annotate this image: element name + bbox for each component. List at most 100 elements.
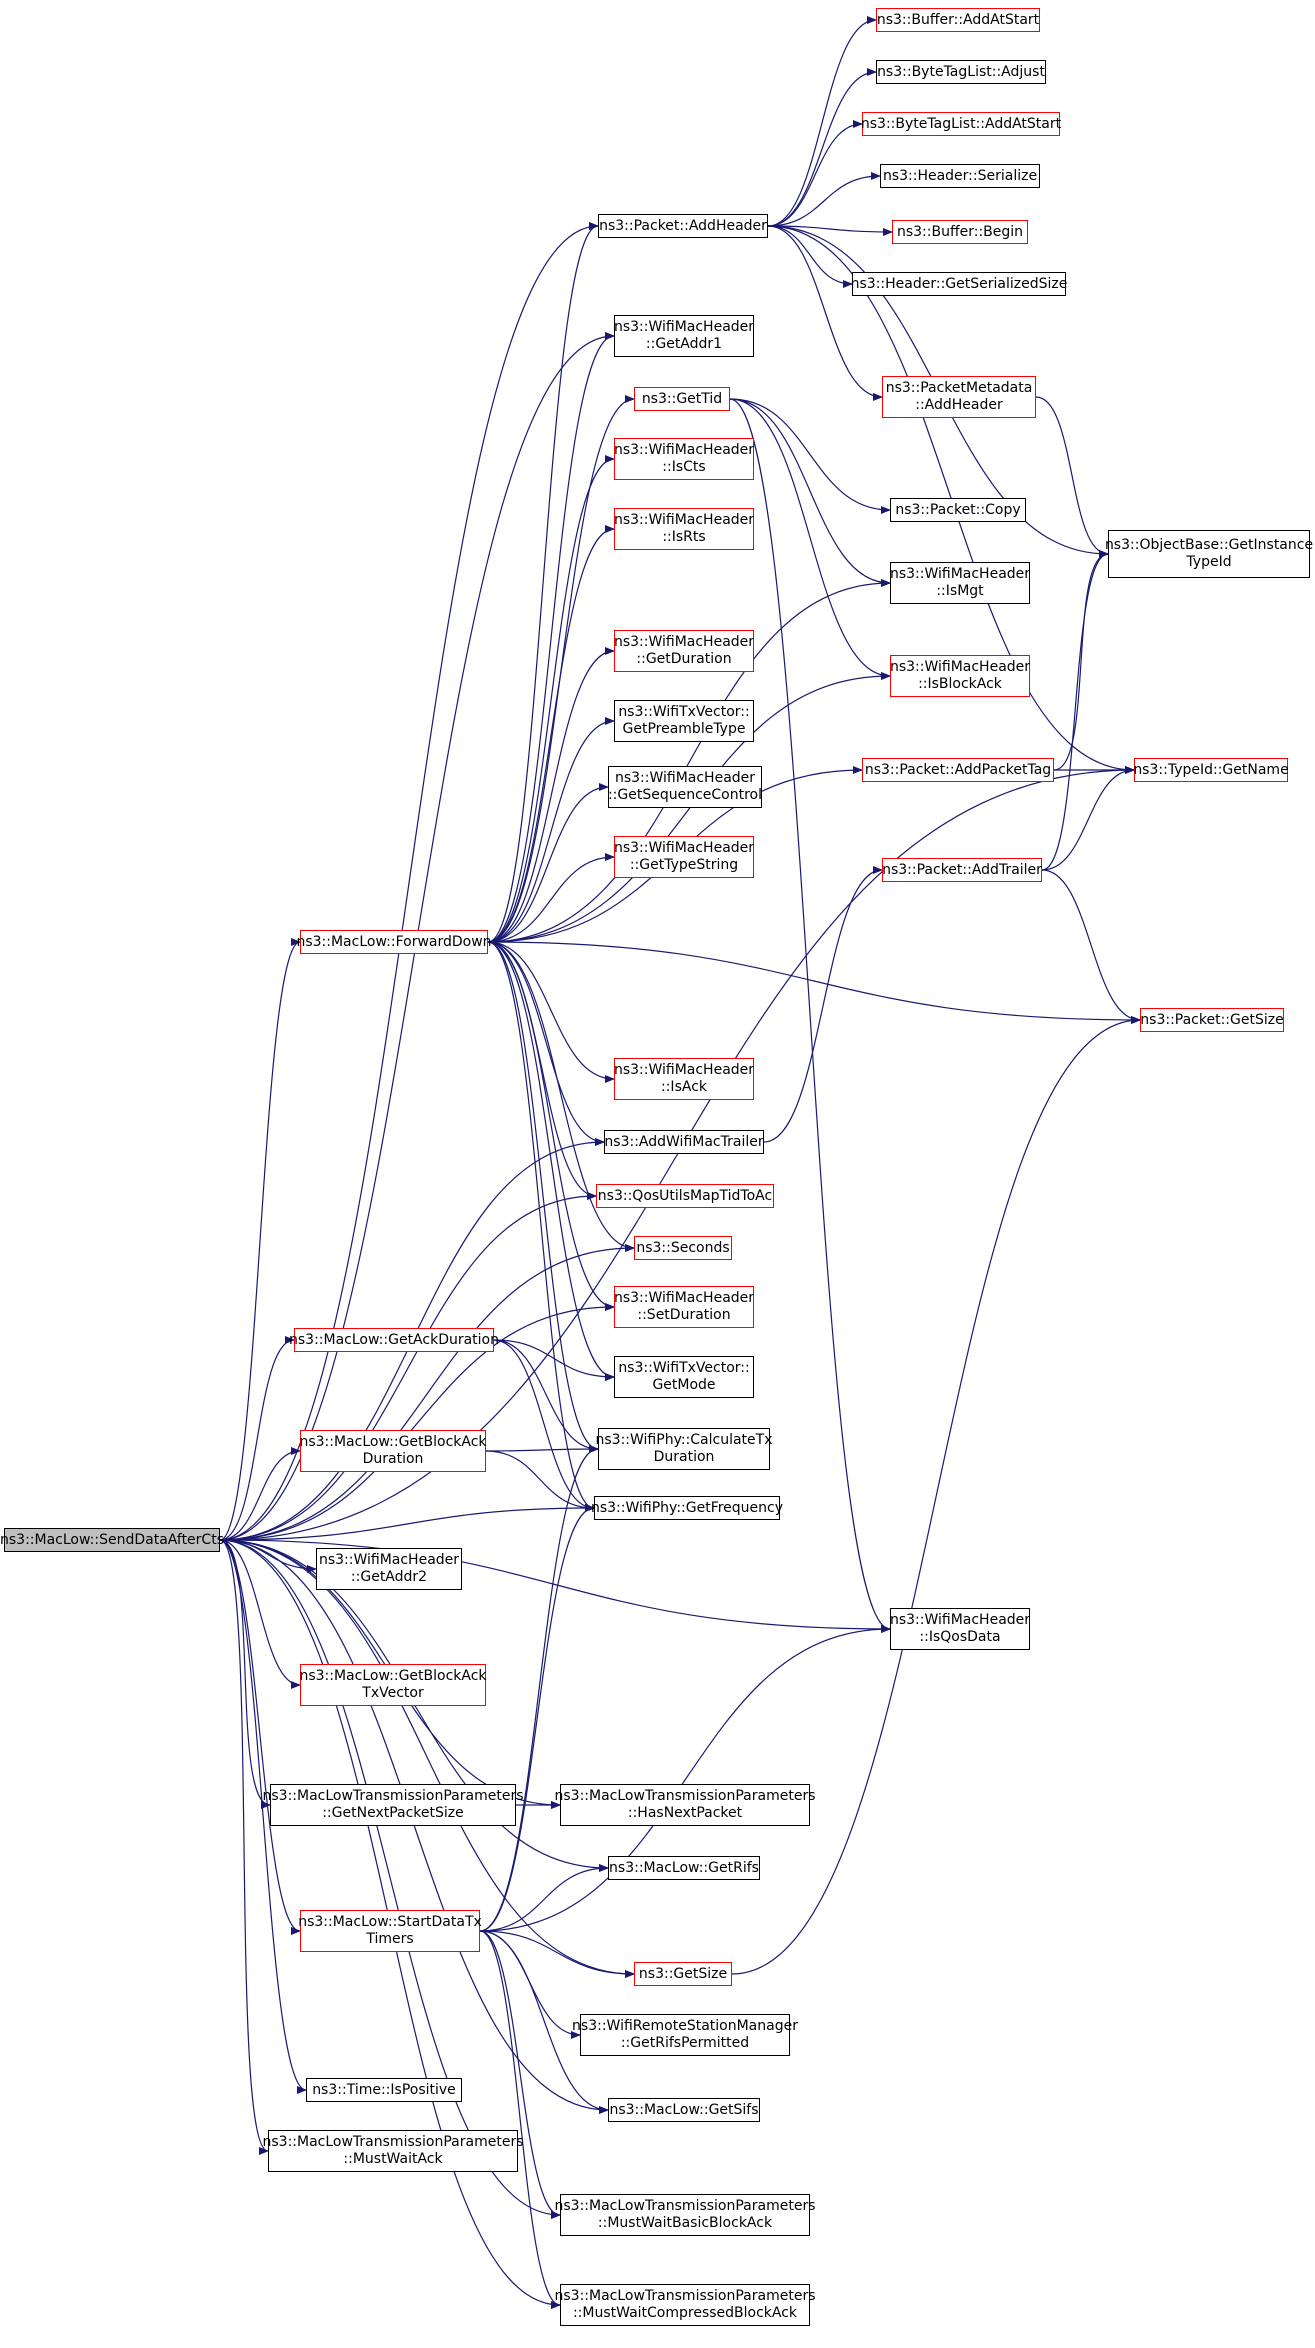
node-bytetaglist-addatstart[interactable]: ns3::ByteTagList::AddAtStart (861, 112, 1061, 136)
edge-root-to-getsize (219, 1539, 635, 1978)
edge-maclow_forwarddown-to-wmh_isack (487, 941, 615, 1083)
edge-root-to-maclow_getblockacktxvector (219, 1539, 301, 1689)
node-label-line: ns3::Packet::AddPacketTag (864, 761, 1052, 778)
node-packet-addtrailer[interactable]: ns3::Packet::AddTrailer (882, 858, 1042, 882)
edge-maclow_startdatatxtimers-to-wmh_isqosdata (479, 1625, 891, 1932)
node-wifimacheader-getsequencecontrol[interactable]: ns3::WifiMacHeader::GetSequenceControl (608, 766, 762, 808)
node-label-line: ::GetTypeString (629, 857, 739, 873)
node-buffer-addatstart[interactable]: ns3::Buffer::AddAtStart (876, 8, 1040, 32)
edge-maclow_startdatatxtimers-to-wifiphy_getfrequency (479, 1504, 595, 1932)
node-label-line: ::HasNextPacket (627, 1805, 743, 1821)
node-wifimacheader-setduration[interactable]: ns3::WifiMacHeader::SetDuration (614, 1286, 754, 1328)
node-maclow-getrifs[interactable]: ns3::MacLow::GetRifs (608, 1856, 760, 1880)
node-label-line: ns3::MacLow::GetRifs (609, 1859, 759, 1876)
edge-root-to-wmh_setduration (219, 1303, 615, 1541)
node-addwifimactrailer[interactable]: ns3::AddWifiMacTrailer (604, 1130, 764, 1154)
node-seconds[interactable]: ns3::Seconds (634, 1236, 732, 1260)
node-label-line: ::AddHeader (915, 397, 1003, 413)
edge-packet_addheader-to-bytetaglist_adjust (767, 68, 877, 227)
node-label-line: Timers (366, 1931, 414, 1947)
node-packet-getsize[interactable]: ns3::Packet::GetSize (1140, 1008, 1284, 1032)
node-wifimacheader-isrts[interactable]: ns3::WifiMacHeader::IsRts (614, 508, 754, 550)
node-packet-copy[interactable]: ns3::Packet::Copy (890, 498, 1026, 522)
node-wifimacheader-isack[interactable]: ns3::WifiMacHeader::IsAck (614, 1058, 754, 1100)
edge-packet_addpackettag-to-objectbase_getinstancetypeid (1053, 550, 1109, 771)
node-wifimacheader-iscts[interactable]: ns3::WifiMacHeader::IsCts (614, 438, 754, 480)
edge-maclow_getackduration-to-wifiphy_calculatetxduration (493, 1339, 599, 1453)
edge-maclow_forwarddown-to-wmh_iscts (487, 455, 615, 943)
edge-maclow_forwarddown-to-wtv_getpreambletype (487, 717, 615, 943)
edge-gettid-to-wmh_isqosdata (729, 398, 891, 1633)
node-header-getserializedsize[interactable]: ns3::Header::GetSerializedSize (850, 272, 1068, 296)
node-wifimacheader-isblockack[interactable]: ns3::WifiMacHeader::IsBlockAck (890, 655, 1030, 697)
edge-root-to-maclow_startdatatxtimers (219, 1539, 301, 1935)
node-wifimacheader-getaddr1[interactable]: ns3::WifiMacHeader::GetAddr1 (614, 315, 754, 357)
node-label-line: ns3::MacLow::GetBlockAck (299, 1668, 487, 1684)
node-wifimacheader-isqosdata[interactable]: ns3::WifiMacHeader::IsQosData (890, 1608, 1030, 1650)
edge-gettid-to-wmh_ismgt (729, 398, 891, 587)
edge-addwifimactrailer-to-packet_addtrailer (763, 866, 883, 1143)
edge-root-to-wifiphy_getfrequency (219, 1504, 595, 1541)
node-wifiphy-getfrequency[interactable]: ns3::WifiPhy::GetFrequency (590, 1496, 784, 1520)
node-wrsm-getrifspermitted[interactable]: ns3::WifiRemoteStationManager::GetRifsPe… (572, 2014, 798, 2056)
edge-maclow_forwarddown-to-wmh_gettypestring (487, 853, 615, 943)
node-header-serialize[interactable]: ns3::Header::Serialize (880, 164, 1040, 188)
node-wifitxvector-getmode[interactable]: ns3::WifiTxVector::GetMode (614, 1356, 754, 1398)
node-label-line: ns3::ObjectBase::GetInstance (1104, 537, 1314, 553)
node-label-line: ::GetSequenceControl (607, 787, 763, 803)
node-label-line: ns3::MacLowTransmissionParameters (262, 1788, 524, 1804)
node-label-line: ns3::PacketMetadata (885, 380, 1033, 396)
edge-maclow_forwarddown-to-packet_getsize (487, 941, 1141, 1024)
edge-maclow_forwarddown-to-packet_addheader (487, 222, 599, 943)
edge-maclow_forwarddown-to-wmh_setduration (487, 941, 615, 1311)
node-mltp-mustwaitcompressedblockack[interactable]: ns3::MacLowTransmissionParameters::MustW… (555, 2284, 816, 2326)
node-getsize[interactable]: ns3::GetSize (634, 1962, 732, 1986)
node-wifimacheader-ismgt[interactable]: ns3::WifiMacHeader::IsMgt (890, 562, 1030, 604)
node-label-line: ns3::Header::GetSerializedSize (850, 275, 1068, 292)
node-packet-addpackettag[interactable]: ns3::Packet::AddPacketTag (862, 758, 1054, 782)
node-label-line: ::IsBlockAck (918, 676, 1002, 692)
edge-maclow_forwarddown-to-wtv_getmode (487, 941, 615, 1381)
edge-maclow_forwarddown-to-seconds (487, 941, 635, 1252)
node-label-line: ::GetAddr2 (350, 1569, 428, 1585)
node-maclow-senddataaftercts: ns3::MacLow::SendDataAfterCts (0, 1528, 224, 1552)
node-mltp-getnextpacketsize[interactable]: ns3::MacLowTransmissionParameters::GetNe… (263, 1784, 524, 1826)
node-label-line: Duration (653, 1449, 715, 1465)
node-mltp-mustwaitack[interactable]: ns3::MacLowTransmissionParameters::MustW… (263, 2130, 524, 2172)
node-packet-addheader[interactable]: ns3::Packet::AddHeader (598, 214, 768, 238)
node-label-line: ns3::WifiRemoteStationManager (572, 2018, 798, 2034)
node-time-ispositive[interactable]: ns3::Time::IsPositive (306, 2078, 462, 2102)
node-maclow-getsifs[interactable]: ns3::MacLow::GetSifs (608, 2098, 760, 2122)
node-packetmetadata-addheader[interactable]: ns3::PacketMetadata::AddHeader (882, 376, 1036, 418)
node-label-line: ns3::QosUtilsMapTidToAc (597, 1187, 773, 1204)
node-label-line: GetPreambleType (622, 721, 746, 737)
edge-packet_addheader-to-header_serialize (767, 172, 881, 227)
node-label-line: ns3::WifiMacHeader (613, 319, 755, 335)
node-bytetaglist-adjust[interactable]: ns3::ByteTagList::Adjust (876, 60, 1046, 84)
node-maclow-forwarddown[interactable]: ns3::MacLow::ForwardDown (296, 930, 492, 954)
node-label-line: ns3::WifiPhy::GetFrequency (590, 1499, 784, 1516)
node-label-line: ns3::Packet::Copy (895, 501, 1021, 518)
node-buffer-begin[interactable]: ns3::Buffer::Begin (892, 220, 1028, 244)
node-gettid[interactable]: ns3::GetTid (634, 387, 730, 411)
node-mltp-hasnextpacket[interactable]: ns3::MacLowTransmissionParameters::HasNe… (555, 1784, 816, 1826)
node-maclow-getackduration[interactable]: ns3::MacLow::GetAckDuration (289, 1328, 499, 1352)
edge-root-to-qosutilsmaptidtoac (219, 1192, 597, 1541)
node-typeid-getname[interactable]: ns3::TypeId::GetName (1133, 758, 1289, 782)
node-label-line: ::IsCts (662, 459, 706, 475)
node-wifimacheader-getaddr2[interactable]: ns3::WifiMacHeader::GetAddr2 (316, 1548, 462, 1590)
node-label-line: ::MustWaitAck (343, 2151, 443, 2167)
node-mltp-mustwaitbasicblockack[interactable]: ns3::MacLowTransmissionParameters::MustW… (555, 2194, 816, 2236)
edge-maclow_forwarddown-to-wmh_getsequencecontrol (487, 783, 609, 943)
node-wifimacheader-gettypestring[interactable]: ns3::WifiMacHeader::GetTypeString (614, 836, 754, 878)
node-wifimacheader-getduration[interactable]: ns3::WifiMacHeader::GetDuration (614, 630, 754, 672)
node-qosutilsmaptidtoac[interactable]: ns3::QosUtilsMapTidToAc (596, 1184, 774, 1208)
node-label-line: ns3::MacLowTransmissionParameters (262, 2134, 524, 2150)
node-wifitxvector-getpreambletype[interactable]: ns3::WifiTxVector::GetPreambleType (614, 700, 754, 742)
